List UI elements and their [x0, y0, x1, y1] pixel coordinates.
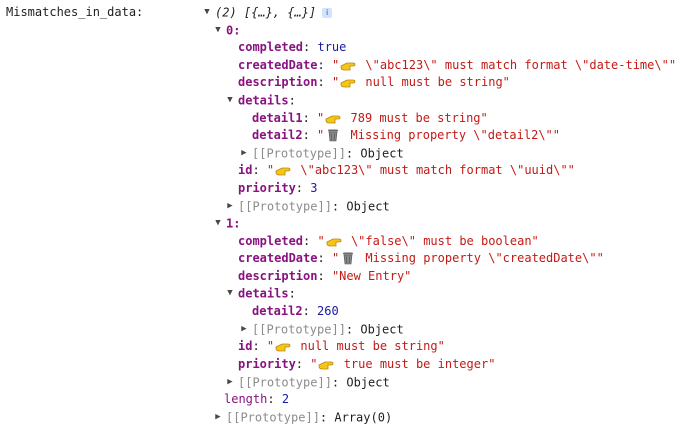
property-row: priority: " true must be integer" [238, 357, 496, 371]
property-row: priority: 3 [238, 181, 318, 195]
pointing-hand-icon [340, 79, 356, 87]
collapsed-triangle-icon[interactable]: ▶ [215, 412, 221, 422]
property-key: detail2 [252, 128, 303, 142]
info-icon[interactable]: i [322, 7, 333, 18]
collapsed-triangle-icon[interactable]: ▶ [241, 148, 247, 158]
property-key: id [238, 339, 253, 353]
property-value: \"abc123\" must match format \"date-time… [358, 58, 677, 72]
details-row[interactable]: ▼details: [224, 285, 296, 303]
property-value: true must be integer" [336, 357, 496, 371]
expanded-triangle-icon[interactable]: ▼ [227, 288, 233, 298]
prototype-value: Object [360, 322, 404, 337]
pointing-hand-icon [275, 343, 291, 351]
property-key: createdDate [238, 251, 318, 265]
expanded-triangle-icon[interactable]: ▼ [204, 7, 210, 17]
length-key: length [224, 392, 268, 406]
pointing-hand-icon [319, 361, 334, 369]
property-row: description: " null must be string" [238, 75, 510, 89]
array-prototype-row[interactable]: ▶[[Prototype]]: Array(0) [212, 409, 392, 427]
property-row: createdDate: " Missing property \"create… [238, 251, 604, 265]
property-key: id [238, 163, 253, 177]
details-row[interactable]: ▼details: [224, 92, 296, 110]
item-1-row[interactable]: ▼ 1: [212, 215, 240, 233]
property-row: completed: " \"false\" must be boolean" [238, 234, 539, 248]
property-value: "New Entry" [331, 269, 412, 283]
property-value: Missing property \"detail2\"" [343, 128, 561, 142]
pointing-hand-icon [326, 238, 342, 246]
property-key: detail1 [252, 111, 303, 125]
property-key: details [238, 286, 289, 301]
property-value: \"false\" must be boolean" [343, 234, 539, 248]
property-value: true [317, 40, 347, 54]
expanded-triangle-icon[interactable]: ▼ [227, 95, 233, 105]
pointing-hand-icon [340, 62, 356, 70]
length-value: 2 [281, 392, 290, 406]
prototype-row[interactable]: ▶[[Prototype]]: Object [238, 321, 404, 339]
collapsed-triangle-icon[interactable]: ▶ [241, 324, 247, 334]
property-row: detail2: 260 [252, 304, 339, 318]
property-row: detail1: " 789 must be string" [252, 111, 488, 125]
collapsed-triangle-icon[interactable]: ▶ [227, 201, 233, 211]
property-value: Missing property \"createdDate\"" [358, 251, 604, 265]
property-key: completed [238, 234, 304, 248]
property-value: 789 must be string" [343, 111, 488, 125]
property-key: completed [238, 40, 304, 54]
expanded-triangle-icon[interactable]: ▼ [215, 218, 221, 228]
property-row: createdDate: " \"abc123\" must match for… [238, 58, 677, 72]
property-value: 260 [317, 304, 339, 318]
prototype-key: [[Prototype]] [252, 322, 346, 337]
pointing-hand-icon [325, 115, 341, 123]
prototype-value: Object [346, 375, 390, 390]
prototype-key: [[Prototype]] [226, 410, 320, 425]
property-row: detail2: " Missing property \"detail2\"" [252, 128, 561, 142]
property-key: description [238, 75, 318, 89]
prototype-value: Array(0) [334, 410, 393, 425]
length-row: length: 2 [224, 392, 290, 406]
collapsed-triangle-icon[interactable]: ▶ [227, 377, 233, 387]
pointing-hand-icon [275, 167, 291, 175]
index-key: 1: [226, 216, 241, 231]
array-root-row[interactable]: ▼ (2) [{…}, {…}] i [201, 4, 333, 22]
property-value: 3 [310, 181, 318, 195]
property-value: null must be string" [293, 339, 445, 353]
array-preview: (2) [{…}, {…}] [215, 5, 317, 20]
prototype-value: Object [360, 146, 404, 161]
property-key: priority [238, 181, 296, 195]
property-row: id: " null must be string" [238, 339, 445, 353]
prototype-row[interactable]: ▶[[Prototype]]: Object [238, 145, 404, 163]
item-0-row[interactable]: ▼ 0: [212, 22, 240, 40]
property-value: \"abc123\" must match format \"uuid\"" [293, 163, 575, 177]
property-key: description [238, 269, 318, 283]
expanded-triangle-icon[interactable]: ▼ [215, 25, 221, 35]
index-key: 0: [226, 23, 241, 38]
property-row: completed: true [238, 40, 347, 54]
prototype-row[interactable]: ▶[[Prototype]]: Object [224, 198, 390, 216]
prototype-key: [[Prototype]] [238, 199, 332, 214]
prototype-value: Object [346, 199, 390, 214]
wastebasket-icon [328, 129, 339, 141]
prototype-key: [[Prototype]] [238, 375, 332, 390]
wastebasket-icon [343, 252, 354, 264]
variable-label: Mismatches_in_data: [6, 5, 144, 19]
prototype-row[interactable]: ▶[[Prototype]]: Object [224, 374, 390, 392]
property-row: description: "New Entry" [238, 269, 412, 283]
property-value: null must be string" [358, 75, 510, 89]
property-key: detail2 [252, 304, 303, 318]
property-row: id: " \"abc123\" must match format \"uui… [238, 163, 575, 177]
property-key: priority [238, 357, 296, 371]
property-key: details [238, 93, 289, 108]
prototype-key: [[Prototype]] [252, 146, 346, 161]
property-key: createdDate [238, 58, 318, 72]
